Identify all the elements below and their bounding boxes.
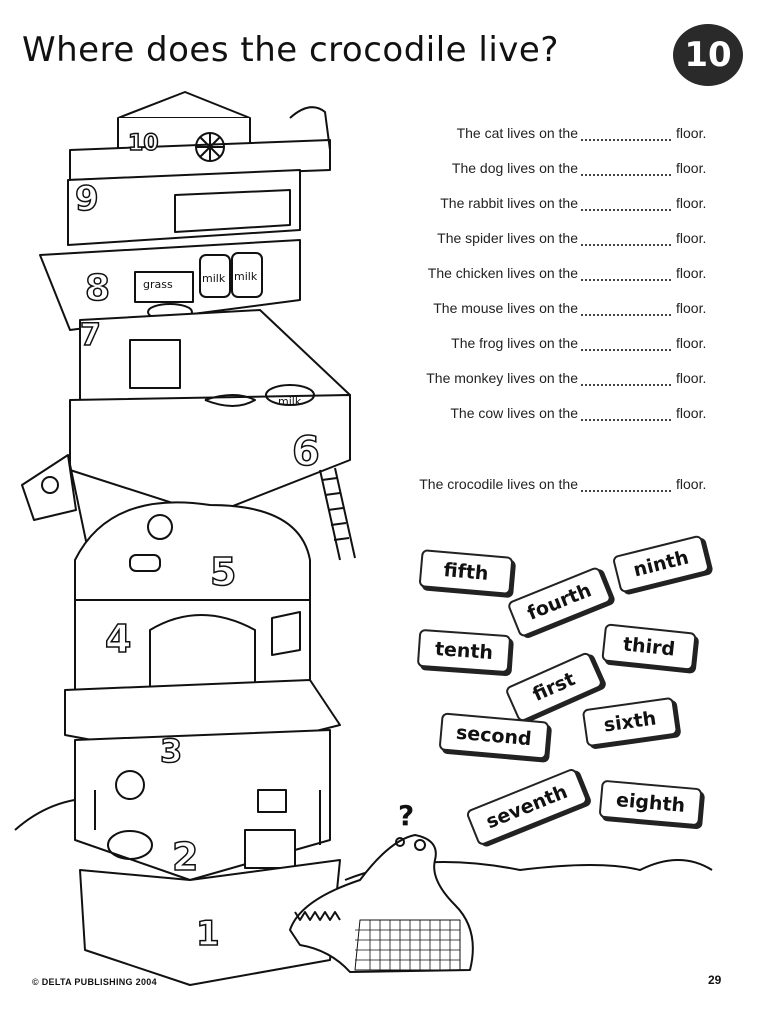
floor-number-8: 8 [85, 268, 110, 309]
milk-jar-label-1: milk [202, 272, 226, 285]
sentence-lead: The spider lives on the [437, 230, 578, 246]
sentence-lead: The cow lives on the [450, 405, 578, 421]
floor-number-4: 4 [105, 617, 131, 661]
sentence-lead: The dog lives on the [451, 160, 578, 176]
answer-blank[interactable] [581, 173, 671, 176]
sentence-lead: The monkey lives on the [426, 370, 578, 386]
sentence-cow: The cow lives on the floor. [370, 405, 715, 425]
sentence-lead: The crocodile lives on the [419, 476, 578, 492]
answer-blank[interactable] [581, 313, 671, 316]
answer-blank[interactable] [581, 138, 671, 141]
sentence-tail: floor. [676, 230, 707, 246]
sentence-lead: The chicken lives on the [427, 265, 578, 281]
sentence-rabbit: The rabbit lives on the floor. [370, 195, 715, 215]
question-mark: ? [398, 799, 414, 832]
floor-number-5: 5 [210, 550, 236, 594]
unit-number-badge: 10 [673, 24, 743, 86]
sentence-lead: The rabbit lives on the [440, 195, 578, 211]
crocodile [289, 834, 474, 973]
page-title: Where does the crocodile live? [22, 30, 559, 70]
answer-blank[interactable] [581, 383, 671, 386]
sentence-lead: The mouse lives on the [433, 300, 578, 316]
answer-blank[interactable] [581, 208, 671, 211]
floor-number-2: 2 [172, 835, 198, 879]
sentence-dog: The dog lives on the floor. [370, 160, 715, 180]
word-card-tenth[interactable]: tenth [416, 628, 512, 674]
sentence-tail: floor. [676, 160, 707, 176]
floor-number-7: 7 [80, 318, 101, 353]
roof [117, 91, 251, 119]
page-number: 29 [708, 973, 722, 987]
sentence-tail: floor. [676, 125, 707, 141]
sentence-cat: The cat lives on the floor. [370, 125, 715, 145]
flag [21, 454, 77, 521]
sentence-tail: floor. [676, 476, 707, 492]
word-card-fifth[interactable]: fifth [418, 549, 514, 595]
sentence-monkey: The monkey lives on the floor. [370, 370, 715, 390]
sentence-tail: floor. [676, 405, 707, 421]
sentence-tail: floor. [676, 335, 707, 351]
floor-number-1: 1 [196, 914, 220, 954]
sentence-lead: The frog lives on the [451, 335, 578, 351]
answer-blank[interactable] [581, 489, 671, 492]
floor-number-9: 9 [75, 179, 99, 219]
sentence-tail: floor. [676, 300, 707, 316]
sentence-spider: The spider lives on the floor. [370, 230, 715, 250]
sentence-frog: The frog lives on the floor. [370, 335, 715, 355]
floor-number-6: 6 [292, 429, 320, 475]
sentence-crocodile: The crocodile lives on the floor. [370, 476, 715, 496]
grass-label: grass [143, 278, 173, 291]
sentence-lead: The cat lives on the [456, 125, 578, 141]
sentence-tail: floor. [676, 195, 707, 211]
floor-number-3: 3 [160, 732, 182, 770]
publisher-credit: © DELTA PUBLISHING 2004 [32, 977, 157, 987]
sentence-chicken: The chicken lives on the floor. [370, 265, 715, 285]
sentence-tail: floor. [676, 265, 707, 281]
answer-blank[interactable] [581, 418, 671, 421]
milk-bowl-label: milk [278, 395, 302, 408]
sentence-mouse: The mouse lives on the floor. [370, 300, 715, 320]
answer-blank[interactable] [581, 243, 671, 246]
answer-blank[interactable] [581, 348, 671, 351]
answer-blank[interactable] [581, 278, 671, 281]
sentence-tail: floor. [676, 370, 707, 386]
floor-number-10: 10 [128, 131, 159, 156]
milk-jar-label-2: milk [234, 270, 258, 283]
